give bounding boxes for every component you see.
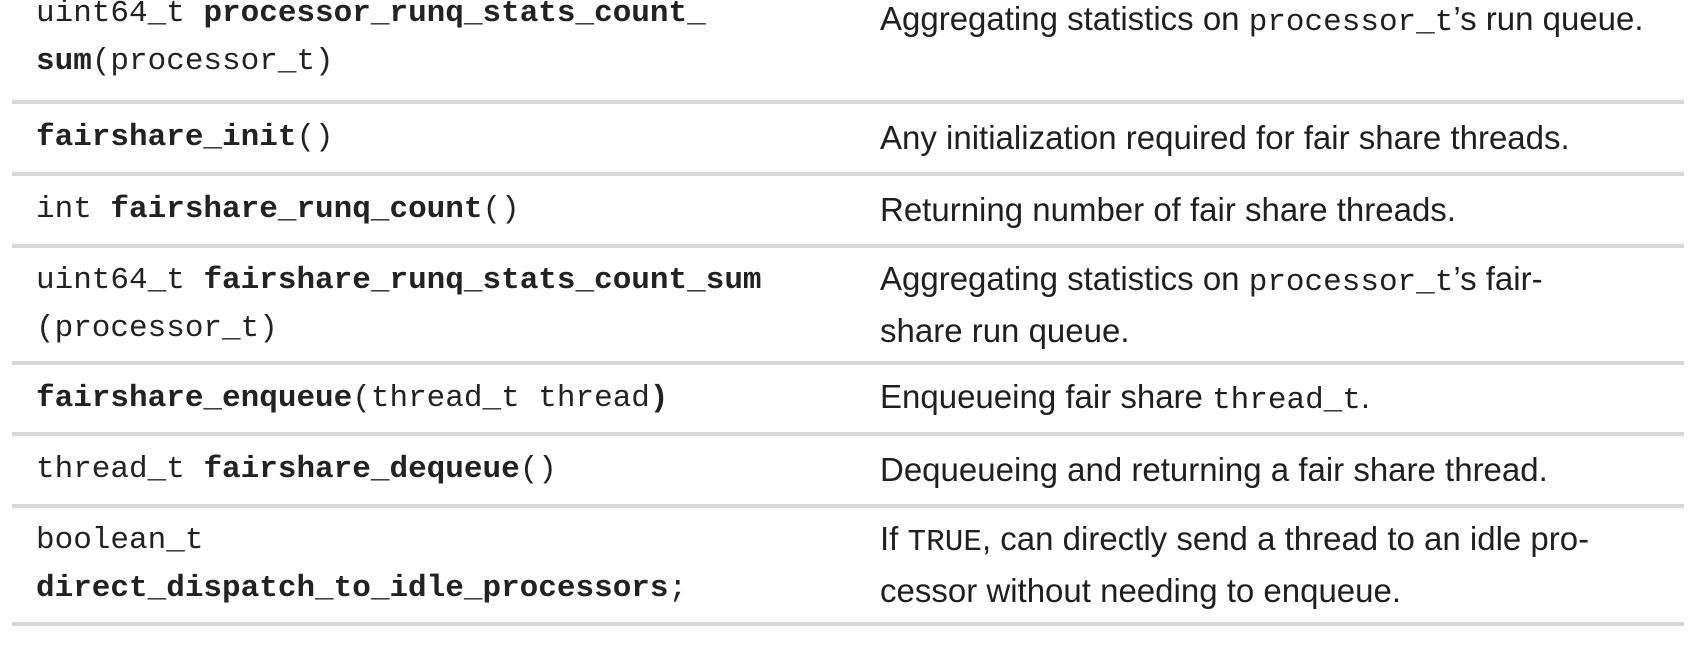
api-table: uint64_t processor_runq_stats_count_ sum… (12, 0, 1684, 626)
return-type: uint64_t (36, 262, 204, 298)
description-text: . (1360, 377, 1371, 415)
description-text: Returning number of fair share threads. (880, 191, 1456, 228)
variable-name: direct_dispatch_to_idle_processors (36, 571, 669, 606)
function-params: (processor_t) (91, 44, 334, 79)
function-description: Returning number of fair share threads. (880, 176, 1684, 244)
inline-code: thread_t (1212, 382, 1361, 418)
function-signature: int fairshare_runq_count() (12, 176, 880, 244)
function-params: () (482, 192, 520, 227)
function-params: () (296, 120, 334, 155)
description-text: share run queue. (880, 311, 1130, 349)
variable-declaration: boolean_t direct_dispatch_to_idle_proces… (12, 508, 880, 622)
inline-code: TRUE (907, 525, 982, 560)
table-row: uint64_t processor_runq_stats_count_ sum… (12, 0, 1684, 104)
function-name-continued: sum (36, 44, 92, 79)
function-name: fairshare_runq_stats_count_sum (203, 262, 762, 298)
inline-code: processor_t (1248, 5, 1454, 40)
function-signature: fairshare_enqueue(thread_t thread) (12, 365, 880, 432)
function-description: Aggregating statistics on processor_t’s … (880, 248, 1684, 361)
table-row: thread_t fairshare_dequeue() Dequeueing … (12, 436, 1684, 508)
semicolon: ; (668, 571, 688, 606)
description-text: Enqueueing fair share (880, 377, 1213, 415)
function-name: fairshare_runq_count (110, 192, 483, 227)
function-params: () (519, 452, 557, 487)
table-row: int fairshare_runq_count() Returning num… (12, 176, 1684, 248)
function-name: fairshare_enqueue (36, 380, 353, 416)
function-description: Dequeueing and returning a fair share th… (880, 436, 1684, 504)
table-row: fairshare_enqueue(thread_t thread) Enque… (12, 365, 1684, 436)
table-row: uint64_t fairshare_runq_stats_count_sum … (12, 248, 1684, 365)
description-text: Dequeueing and returning a fair share th… (880, 451, 1548, 488)
function-description: Aggregating statistics on processor_t’s … (880, 0, 1684, 100)
return-type: int (36, 192, 111, 227)
description-text: Aggregating statistics on (880, 0, 1249, 37)
variable-type: boolean_t (36, 523, 204, 558)
description-text: Aggregating statistics on (880, 259, 1249, 297)
function-signature: uint64_t processor_runq_stats_count_ sum… (12, 0, 880, 100)
description-text: ’s run queue. (1453, 0, 1644, 37)
inline-code: processor_t (1248, 264, 1454, 300)
function-name: fairshare_init (36, 120, 297, 155)
function-name: processor_runq_stats_count_ (203, 0, 706, 31)
table-row: boolean_t direct_dispatch_to_idle_proces… (12, 508, 1684, 626)
function-description: Any initialization required for fair sha… (880, 104, 1684, 172)
description-text: cessor without needing to enqueue. (880, 572, 1402, 609)
table-row: fairshare_init() Any initialization requ… (12, 104, 1684, 176)
closing-paren: ) (649, 380, 669, 416)
return-type: thread_t (36, 452, 204, 487)
function-signature: fairshare_init() (12, 104, 880, 172)
variable-description: If TRUE, can directly send a thread to a… (880, 508, 1684, 622)
function-params: (thread_t thread (352, 380, 650, 416)
function-description: Enqueueing fair share thread_t. (880, 365, 1684, 432)
function-params: (processor_t) (36, 310, 278, 346)
description-text: Any initialization required for fair sha… (880, 119, 1570, 156)
function-name: fairshare_dequeue (203, 452, 520, 487)
function-signature: uint64_t fairshare_runq_stats_count_sum … (12, 248, 880, 361)
description-text: , can directly send a thread to an idle … (981, 520, 1590, 557)
description-text: ’s fair- (1453, 259, 1543, 297)
description-text: If (880, 520, 908, 557)
return-type: uint64_t (36, 0, 204, 31)
function-signature: thread_t fairshare_dequeue() (12, 436, 880, 504)
